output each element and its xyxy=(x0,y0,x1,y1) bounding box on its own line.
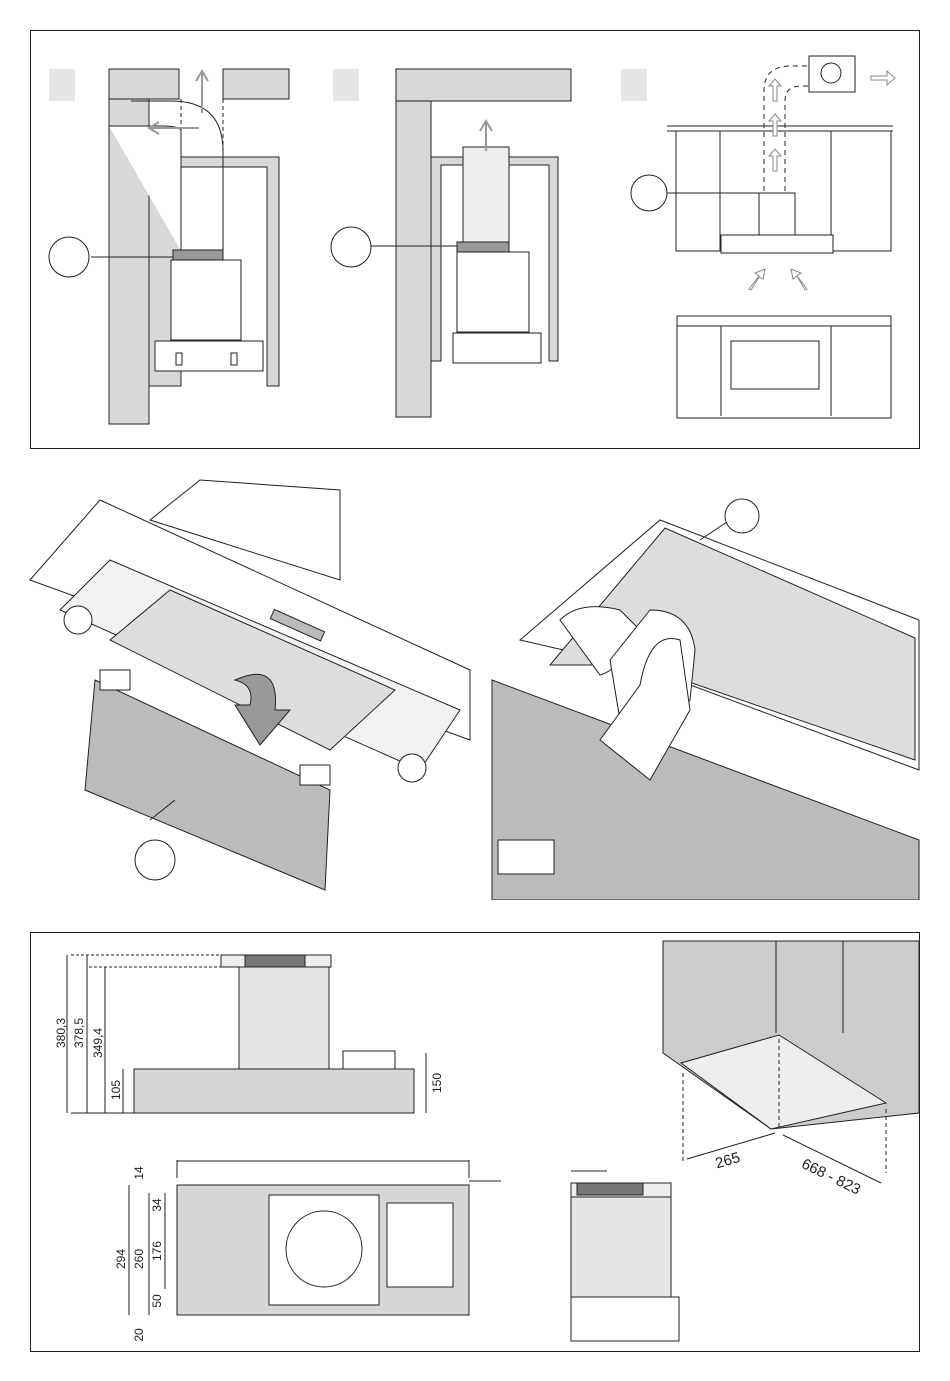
dim-14: 14 xyxy=(132,1166,146,1180)
filter-removal-section xyxy=(0,460,950,900)
tag-box xyxy=(498,840,554,874)
dim-105: 105 xyxy=(109,1080,123,1100)
cabinet-perspective xyxy=(663,941,919,1183)
dim-378-5: 378,5 xyxy=(72,1018,86,1048)
front-view xyxy=(571,1171,679,1341)
hood-filter-closeup xyxy=(492,482,919,900)
dim-176: 176 xyxy=(150,1241,164,1261)
step-marker-1 xyxy=(49,69,75,101)
dim-265: 265 xyxy=(713,1149,742,1172)
callout-circle-5 xyxy=(725,499,759,533)
step-marker-2 xyxy=(333,69,359,101)
top-plan-view xyxy=(129,1160,501,1315)
dimensions-drawing: 380,3 378,5 349,4 105 150 14 34 294 260 … xyxy=(31,933,921,1353)
callout-circle-3 xyxy=(631,175,667,211)
dim-294: 294 xyxy=(114,1249,128,1269)
fan-motor-icon xyxy=(286,1211,362,1287)
filter-removal-drawing xyxy=(0,460,950,900)
installation-modes-drawing xyxy=(31,31,921,450)
dimensions-panel: 380,3 378,5 349,4 105 150 14 34 294 260 … xyxy=(30,932,920,1352)
callout-circle-4 xyxy=(135,840,175,880)
callout-circle-2 xyxy=(331,227,371,267)
dim-260: 260 xyxy=(132,1249,146,1269)
dim-20: 20 xyxy=(132,1328,146,1342)
arrow-up-icon xyxy=(196,71,208,113)
dim-34: 34 xyxy=(150,1198,164,1212)
mode-wall-diagram xyxy=(331,69,571,417)
callout-circle-1 xyxy=(49,237,89,277)
dim-380-3: 380,3 xyxy=(54,1018,68,1048)
step-marker-3 xyxy=(621,69,647,101)
dim-150: 150 xyxy=(430,1073,444,1093)
installation-modes-panel xyxy=(30,30,920,449)
dim-50: 50 xyxy=(150,1294,164,1308)
dim-668-823: 668 - 823 xyxy=(799,1155,863,1198)
mode-ducted-diagram xyxy=(49,69,289,424)
mode-recirculation-diagram xyxy=(631,56,893,418)
dim-349-4: 349,4 xyxy=(91,1028,105,1058)
